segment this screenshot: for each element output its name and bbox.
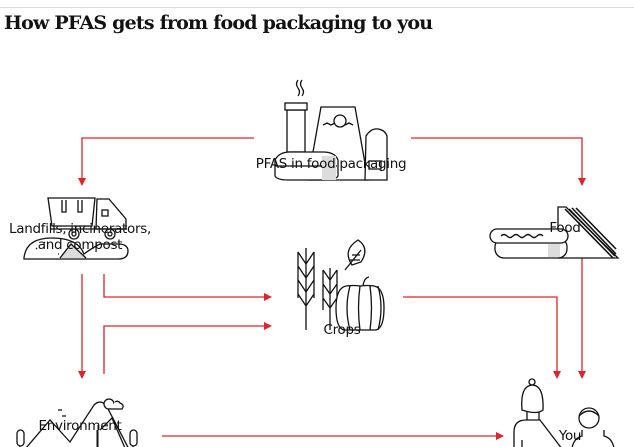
arrow-environment-to-crops	[103, 322, 272, 374]
arrow-packaging-to-food	[411, 137, 586, 186]
node-label-food: Food	[549, 220, 581, 236]
arrow-crops-to-you	[403, 296, 561, 379]
page-title: How PFAS gets from food packaging to you	[4, 12, 433, 34]
arrow-packaging-to-landfills	[78, 137, 254, 186]
food-packaging-icon	[274, 79, 388, 181]
node-label-landfills-line1: Landfills, incinerators,	[9, 221, 151, 237]
node-label-you: You	[558, 428, 582, 444]
people-you-icon	[513, 378, 615, 447]
node-label-packaging: PFAS in food packaging	[255, 156, 407, 172]
node-label-landfills-line2: and compost	[37, 237, 123, 253]
node-label-crops: Crops	[323, 322, 361, 338]
crops-icon	[297, 239, 385, 331]
hotdog-sandwich-icon	[489, 206, 620, 259]
arrow-landfills-to-crops	[103, 274, 272, 301]
environment-mountains-icon	[16, 398, 138, 447]
landfill-truck-icon	[23, 197, 129, 260]
top-divider	[0, 7, 634, 8]
node-label-environment: Environment	[38, 418, 122, 434]
